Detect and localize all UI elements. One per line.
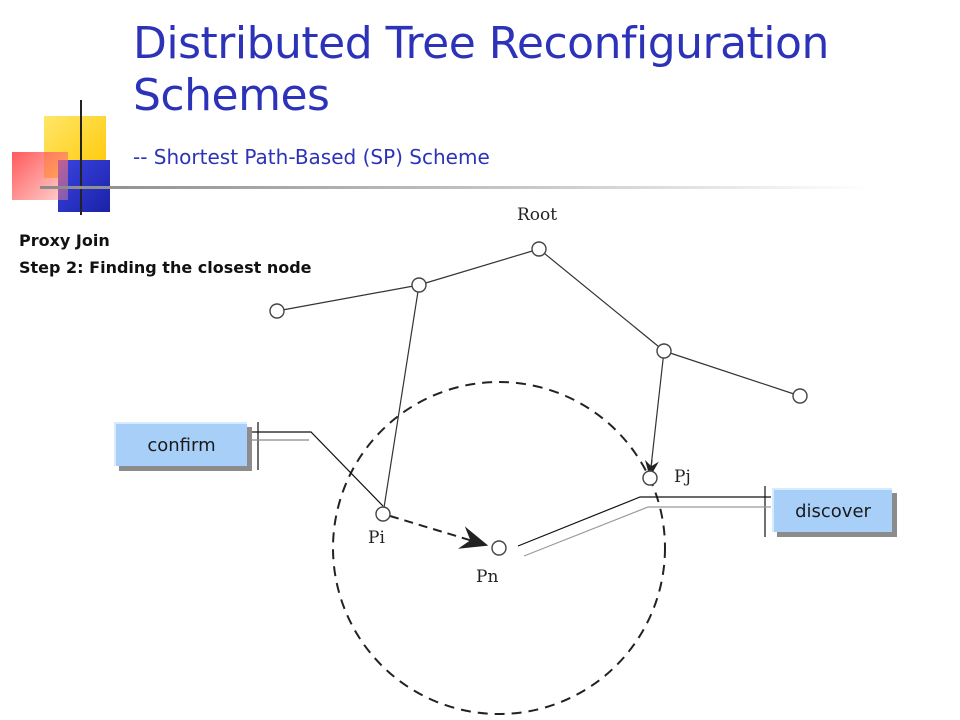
tree-edge bbox=[649, 350, 665, 477]
tree-node bbox=[792, 388, 808, 404]
section-line-2: Step 2: Finding the closest node bbox=[19, 258, 312, 277]
join-path-arrow bbox=[389, 515, 489, 549]
tree-edge bbox=[382, 284, 420, 515]
label-pn: Pn bbox=[476, 567, 498, 587]
title-divider bbox=[40, 186, 870, 189]
tree-node bbox=[656, 343, 672, 359]
node-pi bbox=[375, 506, 391, 522]
tree-edge bbox=[418, 248, 540, 286]
deco-vertical-line bbox=[80, 100, 82, 215]
label-root: Root bbox=[517, 205, 557, 225]
tree-node bbox=[411, 277, 427, 293]
search-radius-circle bbox=[332, 381, 666, 715]
node-pj bbox=[642, 470, 658, 486]
deco-red-square bbox=[12, 152, 68, 200]
node-pn bbox=[491, 540, 507, 556]
confirm-connector bbox=[248, 431, 384, 507]
tree-edge bbox=[276, 284, 420, 312]
tree-edge bbox=[663, 350, 801, 397]
tree-edge bbox=[538, 248, 665, 352]
slide-title: Distributed Tree Reconfiguration Schemes bbox=[133, 18, 829, 121]
label-pj: Pj bbox=[674, 467, 691, 487]
confirm-callout: confirm bbox=[114, 422, 247, 466]
slide-subtitle: -- Shortest Path-Based (SP) Scheme bbox=[133, 145, 490, 169]
discover-connector-shadow bbox=[523, 506, 771, 557]
section-line-1: Proxy Join bbox=[19, 231, 110, 250]
discover-connector bbox=[517, 496, 771, 547]
discover-callout: discover bbox=[772, 488, 892, 532]
label-pi: Pi bbox=[368, 528, 385, 548]
section-heading: Proxy Join Step 2: Finding the closest n… bbox=[19, 227, 312, 281]
root-node bbox=[531, 241, 547, 257]
tree-node bbox=[269, 303, 285, 319]
